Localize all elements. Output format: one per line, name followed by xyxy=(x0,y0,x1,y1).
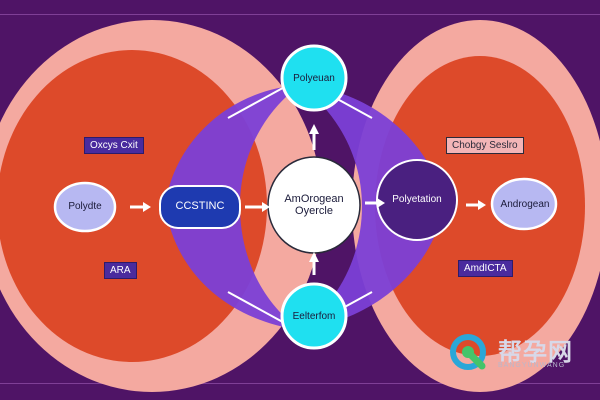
right-panel-header: Chobgy Seslro xyxy=(446,137,524,154)
watermark-subtext: BANGYUNWANG xyxy=(498,362,566,369)
watermark-text: 帮孕网 xyxy=(498,338,573,366)
right-inner-label: Polyetation xyxy=(392,194,442,205)
watermark: 帮孕网 BANGYUNWANG xyxy=(446,330,596,378)
arrow-center-to-right xyxy=(365,198,385,208)
arrow-right-circle-to-pill xyxy=(466,200,486,210)
arrow-box-to-center xyxy=(245,202,270,212)
left-dark-box xyxy=(159,185,241,229)
right-pill-label: Androgean xyxy=(500,199,550,210)
right-pill-node xyxy=(490,177,558,231)
center-node-label: AmOrogean Oyercle xyxy=(284,193,344,218)
left-panel-header: Oxcys Cxit xyxy=(84,137,144,154)
top-frame-line xyxy=(0,14,600,15)
connector-bottom-left xyxy=(227,291,291,327)
top-node-label: Polyeuan xyxy=(293,73,335,84)
arrow-left-pill-to-box xyxy=(130,202,151,212)
right-panel-footer: AmdICTA xyxy=(458,260,513,277)
watermark-logo-icon xyxy=(450,334,486,370)
bottom-frame-line xyxy=(0,383,600,384)
left-pill-label: Polydte xyxy=(68,201,102,212)
bottom-node-circle xyxy=(280,282,348,350)
left-pill-node xyxy=(53,181,117,233)
left-panel-footer: ARA xyxy=(104,262,137,279)
connector-top-left xyxy=(227,83,291,119)
left-box-label: CCSTINC xyxy=(175,200,225,212)
right-lens xyxy=(300,85,445,330)
bottom-node-label: Eelterfom xyxy=(292,311,336,322)
arrow-bottom-to-center xyxy=(309,252,319,275)
arrow-center-to-top xyxy=(309,124,319,150)
top-node-circle xyxy=(280,44,348,112)
